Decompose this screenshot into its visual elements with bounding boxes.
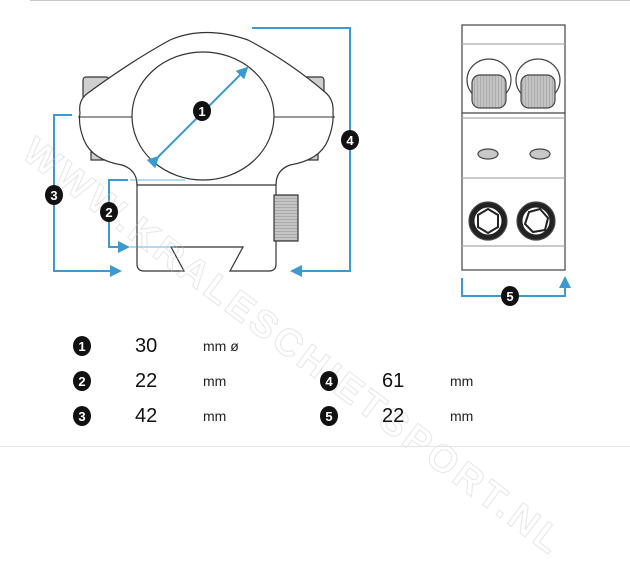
spec-value: 42 (135, 404, 158, 427)
spec-value: 61 (382, 369, 405, 392)
ring-front-view (461, 24, 566, 271)
spec-unit: mm (450, 373, 474, 389)
spec-badge: 4 (320, 371, 338, 391)
spec-badge: 3 (73, 406, 91, 426)
callout-1: 1 (193, 101, 211, 121)
spec-unit: mm (203, 373, 227, 389)
spec-row-4: 4 61 mm (320, 369, 473, 393)
spec-badge: 5 (320, 406, 338, 426)
spec-badge: 2 (73, 371, 91, 391)
ring-side-view (78, 31, 335, 272)
top-divider (30, 0, 630, 1)
spec-row-1: 1 30 mm ø (73, 334, 239, 358)
spec-row-3: 3 42 mm (73, 404, 226, 428)
callout-3: 3 (45, 185, 63, 205)
spec-row-5: 5 22 mm (320, 404, 473, 428)
callout-4: 4 (341, 130, 359, 150)
bottom-divider (0, 446, 630, 447)
spec-value: 30 (135, 334, 158, 357)
spec-value: 22 (135, 369, 158, 392)
spec-badge: 1 (73, 336, 91, 356)
scope-ring-diagram (53, 24, 571, 297)
spec-value: 22 (382, 404, 405, 427)
spec-unit: mm ø (203, 338, 239, 354)
spec-unit: mm (450, 408, 474, 424)
callout-2: 2 (100, 202, 118, 222)
callout-5: 5 (501, 286, 519, 306)
spec-row-2: 2 22 mm (73, 369, 226, 393)
spec-unit: mm (203, 408, 227, 424)
